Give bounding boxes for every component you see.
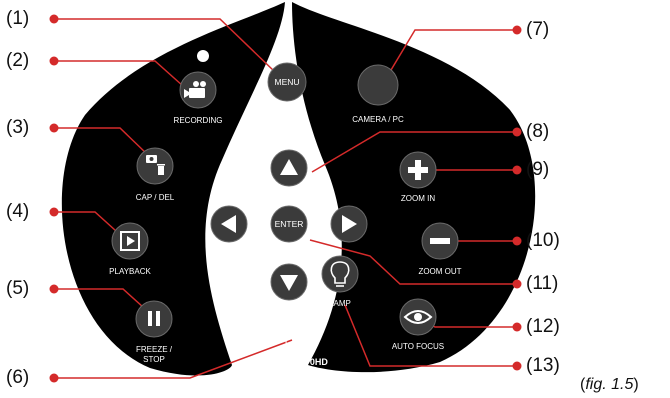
left-arrow-icon — [221, 215, 236, 233]
leader-13 — [344, 304, 517, 367]
enter-label: ENTER — [274, 219, 304, 229]
plus-icon — [408, 160, 428, 180]
leader-1 — [54, 18, 276, 73]
callout-5: (5) — [6, 278, 30, 299]
left-panel — [61, 2, 285, 376]
leader-8 — [311, 131, 517, 173]
callout-13: (13) — [526, 355, 560, 376]
status-led — [285, 337, 295, 347]
menu-label: MENU — [274, 77, 300, 87]
leader-2 — [54, 60, 184, 87]
minus-icon — [430, 238, 450, 244]
callout-4: (4) — [6, 201, 30, 222]
pause-icon — [148, 311, 160, 326]
freeze-stop-button[interactable] — [135, 300, 173, 338]
lightbulb-icon — [330, 261, 350, 287]
figure-caption: (fig. 1.5) — [580, 376, 639, 393]
video-camera-icon — [184, 81, 206, 98]
brand-label: AVerVision M70HD — [248, 357, 328, 367]
enter-button[interactable] — [270, 205, 308, 243]
leader-11 — [309, 239, 517, 285]
camera-pc-button[interactable] — [357, 64, 399, 106]
playback-label: PLAYBACK — [109, 267, 151, 276]
callout-3: (3) — [6, 117, 30, 138]
freeze-label-line1: FREEZE / — [135, 345, 172, 354]
down-arrow-icon — [280, 275, 298, 291]
cap-del-button[interactable] — [136, 147, 174, 185]
callout-2: (2) — [6, 50, 30, 71]
callout-9: (9) — [526, 159, 550, 180]
zoom-in-label: ZOOM IN — [400, 194, 436, 203]
callout-7: (7) — [526, 19, 550, 40]
leader-dots — [49, 14, 522, 383]
recording-label: RECORDING — [173, 116, 223, 125]
freeze-label-line2: STOP — [143, 355, 165, 364]
callout-12: (12) — [526, 316, 560, 337]
eye-icon — [403, 310, 433, 324]
up-arrow-icon — [280, 159, 298, 175]
right-arrow-icon — [342, 215, 357, 233]
lamp-label: LAMP — [329, 299, 351, 308]
lamp-button[interactable] — [321, 255, 359, 293]
auto-focus-label: AUTO FOCUS — [391, 342, 445, 351]
menu-button[interactable] — [267, 62, 307, 102]
callout-6: (6) — [6, 367, 30, 388]
recording-indicator-led — [197, 50, 209, 62]
leader-6 — [54, 339, 293, 379]
callout-10: (10) — [526, 230, 560, 251]
camera-pc-label: CAMERA / PC — [352, 115, 404, 124]
cap-del-label: CAP / DEL — [135, 193, 175, 202]
play-icon — [120, 231, 140, 251]
callout-11: (11) — [526, 273, 559, 294]
zoom-out-label: ZOOM OUT — [418, 267, 462, 276]
camera-trash-icon — [146, 155, 165, 175]
leader-3 — [54, 127, 149, 156]
callout-1: (1) — [6, 8, 30, 29]
leader-7 — [387, 29, 517, 76]
callout-8: (8) — [526, 121, 550, 142]
